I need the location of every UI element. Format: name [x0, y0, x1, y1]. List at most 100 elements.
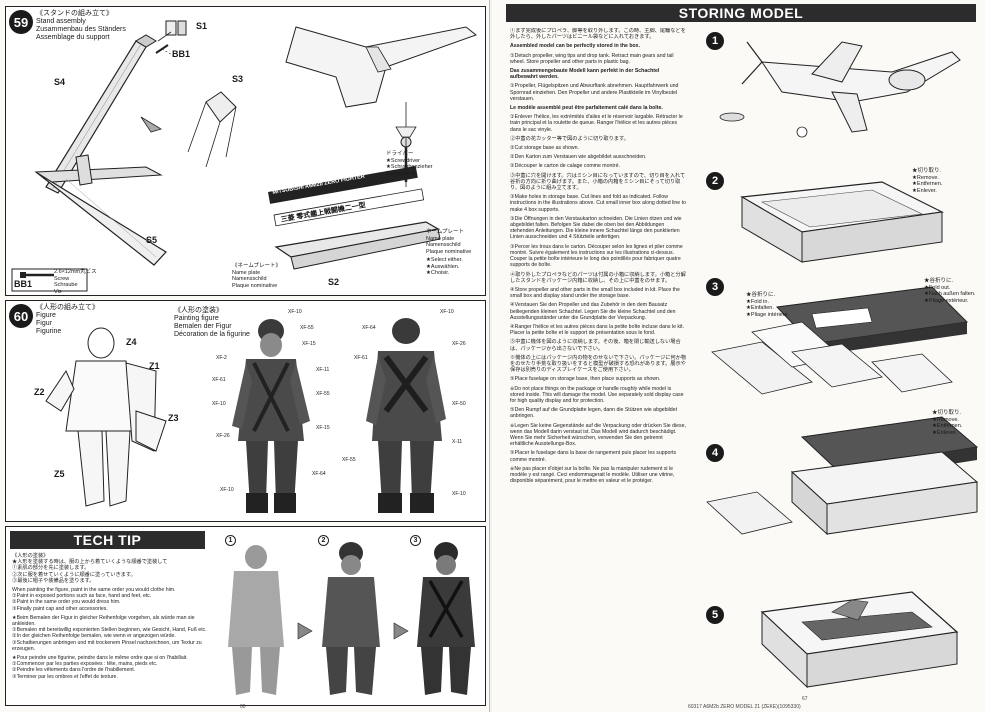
storing-text-14: ③Die Öffnungen in den Verstaukarton schn… — [510, 215, 682, 241]
tech-tip-panel: TECH TIP 《人形の塗装》 ★人形を塗装する時は、服の上から着ていくような… — [5, 526, 486, 706]
step-59-header-en: Stand assembly — [36, 18, 86, 25]
part-label-z2: Z2 — [34, 387, 45, 397]
storing-instructions: ①まず完成後にプロペラ、脚等を取り外します。この時、主脚、尾輪などを外したら、外… — [510, 28, 686, 704]
screwdriver-note: ドライバー ★Screwdriver ★Schraubenzieher Tour… — [386, 151, 433, 177]
part-label-z4: Z4 — [126, 337, 137, 347]
xf-front-12: XF-10 — [220, 487, 234, 493]
storing-text-3: ①Detach propeller, wing tips and drop ta… — [510, 52, 674, 65]
storing-text-20: ⑤中蓋に機体を図のように収納します。その後、箱を閉じ輸送しない場合は、パッケージ… — [510, 339, 681, 352]
part-label-s2: S2 — [328, 277, 340, 287]
storing-text-26: ⑤Placer le fuselage dans la base de rang… — [510, 450, 677, 463]
xf-front-8: XF-15 — [316, 425, 330, 431]
xf-front-3: XF-15 — [302, 341, 316, 347]
tech-tip-stage-2: 2 — [318, 535, 329, 546]
part-label-z5: Z5 — [54, 469, 65, 479]
tech-tip-line-15: ②Peindre les vêtements dans l'ordre de l… — [12, 667, 136, 674]
tech-tip-figures — [228, 542, 475, 695]
right-page-number: 67 — [802, 696, 808, 702]
part-label-z1: Z1 — [149, 361, 160, 371]
xf-back-5: XF-50 — [452, 401, 466, 407]
part-label-bb1-box: BB1 — [14, 279, 33, 289]
storing-text-13: ③Make holes in storage base. Cut lines a… — [510, 194, 686, 213]
tech-tip-line-4: ③最後に帽子や装備品を塗ります。 — [12, 577, 95, 584]
xf-front-9: XF-10 — [212, 401, 226, 407]
select-either-note: ★Select either. ★Auswählen. ★Choisir. — [426, 257, 463, 276]
storing-text-4: Das zusammengebaute Modell kann perfekt … — [510, 68, 660, 81]
storing-text-18: ④Verstauen Sie den Propeller und das Zub… — [510, 302, 676, 321]
storing-illustrations — [706, 41, 979, 689]
storing-text-17: ④Store propeller and other parts in the … — [510, 286, 680, 300]
tech-tip-stage-3: 3 — [410, 535, 421, 546]
painting-header-en: Painting figure — [174, 315, 219, 322]
storing-model-title: STORING MODEL — [506, 4, 976, 22]
tech-tip-line-9: ★Beim Bemalen der Figur in gleicher Reih… — [12, 614, 195, 628]
painting-header-fr: Décoration de la figurine — [174, 331, 250, 338]
xf-front-2: XF-55 — [300, 325, 314, 331]
remove-note: ★切り取り. ★Remove. ★Entfernen. ★Enlever. — [912, 168, 943, 194]
xf-back-4: XF-61 — [354, 355, 368, 361]
tech-tip-jp-head: 《人形の塗装》 — [12, 553, 49, 559]
tech-tip-line-11: ②In der gleichen Reihenfolge bemalen, wi… — [12, 633, 176, 640]
fold-out-note: ★谷折りに. ★Fold out. ★Nach außen falten. ★P… — [924, 278, 976, 304]
step-number-59: 59 — [9, 10, 33, 34]
storing-text-22: ⑤Place fuselage on storage base, then pl… — [510, 376, 661, 383]
storing-text-5: ①Propeller, Flügelspitzen und Abwurftank… — [510, 83, 679, 102]
tech-tip-line-10: ①Bemalen mit bereitwillig exponierten St… — [12, 627, 207, 634]
left-page-number: 60 — [240, 704, 246, 710]
xf-back-6: XF-55 — [342, 457, 356, 463]
storing-text-15: ③Percer les trous dans le carton. Découp… — [510, 243, 683, 269]
figure-drawings — [45, 318, 446, 513]
step-60-panel: 60 《人形の組み立て》 Figure Figur Figurine 《人形の塗… — [5, 300, 486, 522]
xf-front-6: XF-11 — [316, 367, 330, 373]
step-60-header-de: Figur — [36, 320, 52, 327]
xf-front-5: XF-61 — [212, 377, 226, 383]
tech-tip-line-1: ★人形を塗装する時は、服の上から着ていくような順番で塗装して — [12, 559, 168, 566]
storing-step-3: 3 — [706, 278, 724, 296]
storing-step-2: 2 — [706, 172, 724, 190]
storing-text-10: ②Den Karton zum Verstauen wie abgebildet… — [510, 154, 647, 161]
tech-tip-stage-1: 1 — [225, 535, 236, 546]
storing-text-1: ①まず完成後にプロペラ、脚等を取り外します。この時、主脚、尾輪などを外したら、外… — [510, 28, 686, 41]
part-label-s3: S3 — [232, 74, 244, 84]
xf-front-1: XF-10 — [288, 309, 302, 315]
storing-text-23: ※Do not place things on the package or h… — [510, 385, 684, 404]
step-59-header-fr: Assemblage du support — [36, 34, 110, 41]
xf-back-3: XF-26 — [452, 341, 466, 347]
fold-in-note: ★谷折りに. ★Fold in. ★Einfalten. ★Pliage int… — [746, 292, 789, 318]
part-label-bb1: BB1 — [172, 49, 191, 59]
tech-tip-text: 《人形の塗装》 ★人形を塗装する時は、服の上から着ていくような順番で塗装して ①… — [12, 553, 212, 680]
tech-tip-title: TECH TIP — [10, 531, 205, 549]
step-59-header: 《スタンドの組み立て》 Stand assembly Zusammenbau d… — [36, 10, 126, 42]
xf-back-7: X-11 — [452, 439, 463, 445]
part-label-s5: S5 — [146, 235, 158, 245]
tech-tip-line-2: ①素肌の部分を先に塗装します。 — [12, 565, 90, 572]
painting-header-de: Bemalen der Figur — [174, 323, 232, 330]
painting-header-jp: 《人形の塗装》 — [174, 307, 223, 314]
storing-text-11: ②Découper le carton de calage comme mont… — [510, 163, 620, 170]
painting-header: 《人形の塗装》 Painting figure Bemalen der Figu… — [174, 307, 250, 339]
storing-text-9: ②Cut storage base as shown. — [510, 145, 579, 152]
stand-assembly-drawing — [11, 20, 478, 292]
tech-tip-line-5: When painting the figure, paint in the s… — [12, 587, 176, 594]
part-label-z3: Z3 — [168, 413, 179, 423]
xf-front-10: XF-26 — [216, 433, 230, 439]
tech-tip-line-12: ③Schattierungen anbringen und mit trocke… — [12, 639, 202, 652]
step-60-header-fr: Figurine — [36, 328, 62, 335]
storing-text-27: ※Ne pas placer d'objet sur la boîte. Ne … — [510, 465, 675, 485]
storing-step-4: 4 — [706, 444, 724, 462]
storing-text-24: ⑤Den Rumpf auf die Grundplatte legen, da… — [510, 407, 678, 420]
xf-back-2: XF-10 — [440, 309, 454, 315]
right-page-footer: 60317 A6M2b ZERO MODEL 21 (ZEKE)(1095330… — [688, 704, 801, 710]
storing-step-5: 5 — [706, 606, 724, 624]
storing-step-1: 1 — [706, 32, 724, 50]
storing-text-7: ①Enlever l'hélice, les extrémités d'aile… — [510, 114, 683, 133]
left-page: 59 《スタンドの組み立て》 Stand assembly Zusammenba… — [0, 0, 490, 712]
storing-text-12: ③中蓋に穴を開けます。穴はミシン目になっていますので、切り目を入れて谷折の方向に… — [510, 172, 686, 192]
xf-back-1: XF-64 — [362, 325, 376, 331]
storing-text-2: Assembled model can be perfectly stored … — [510, 43, 641, 50]
xf-back-8: XF-10 — [452, 491, 466, 497]
step-59-header-jp: 《スタンドの組み立て》 — [36, 10, 113, 17]
storing-text-8: ②中蓋の花カッター等で図のように切り取ります。 — [510, 135, 629, 142]
storing-text-16: ④取り外したプロペラなどのパーツは付属の小箱に収納します。小箱と分解したスタンド… — [510, 271, 686, 284]
right-page: STORING MODEL ①まず完成後にプロペラ、脚等を取り外します。この時、… — [492, 0, 985, 712]
